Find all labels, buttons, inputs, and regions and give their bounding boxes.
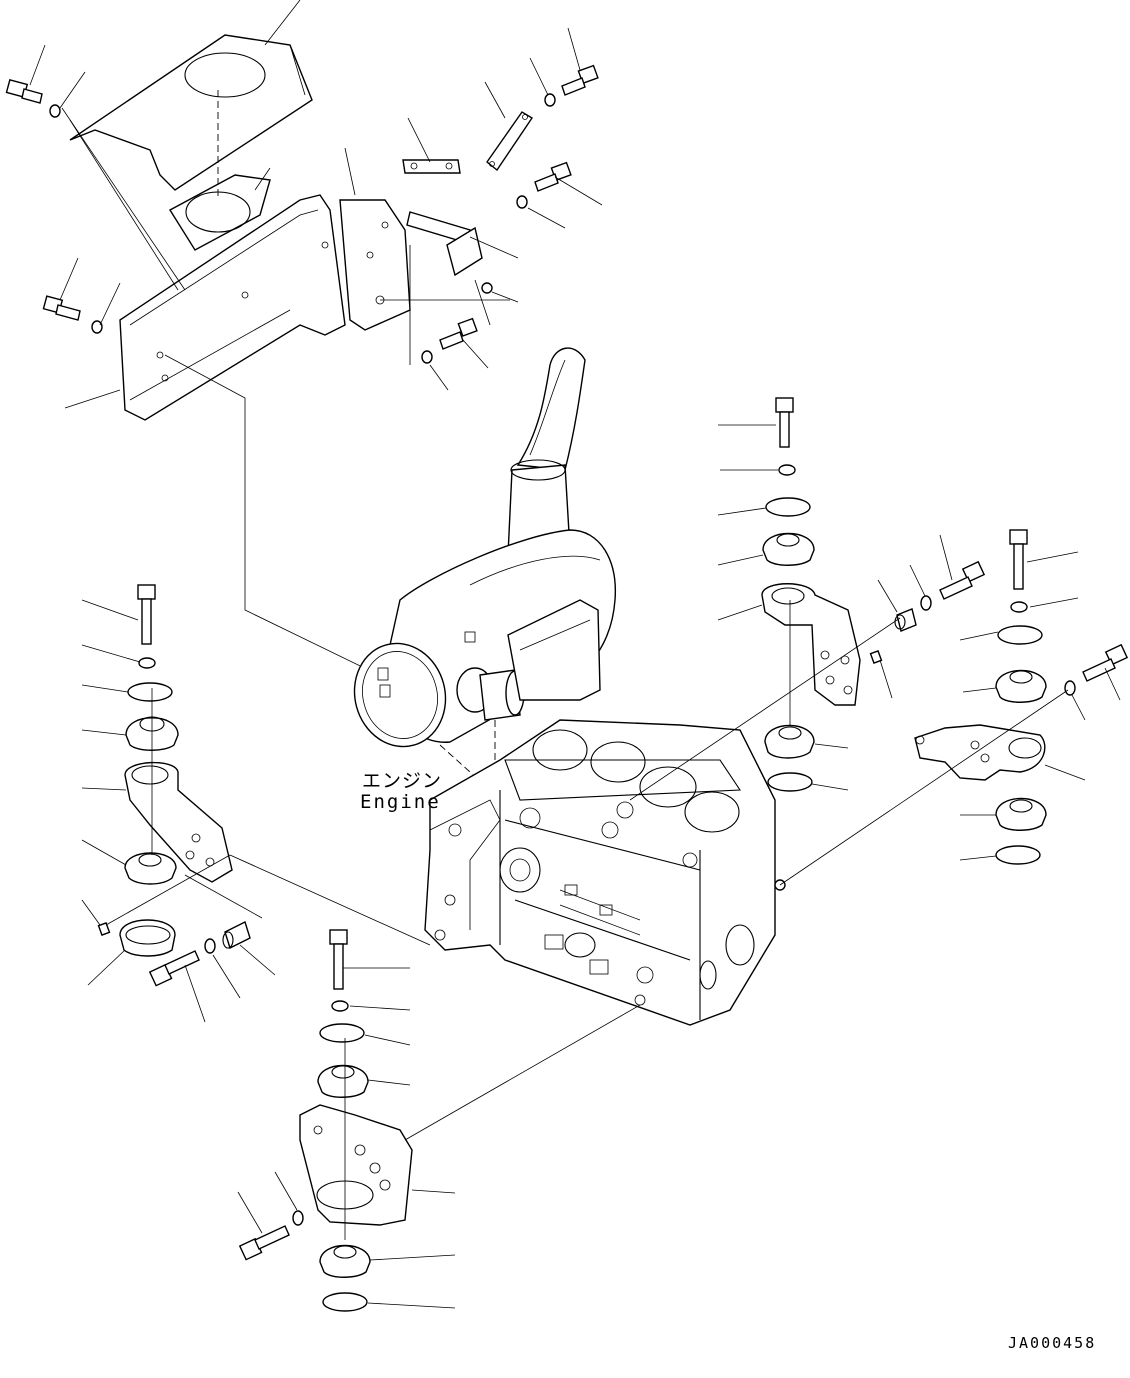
bolt-icon	[939, 560, 986, 600]
washer-icon	[91, 320, 103, 334]
washer-icon	[516, 195, 528, 209]
bolt-icon	[561, 64, 599, 96]
drawing-code: JA000458	[1008, 1334, 1097, 1352]
washer-icon	[778, 464, 796, 476]
flat-washer-icon	[319, 1023, 365, 1043]
bolt-icon	[1082, 643, 1129, 682]
leader-lines-top	[29, 0, 603, 409]
right-mount-bracket	[761, 583, 861, 706]
rubber-mount-icon	[317, 1064, 369, 1098]
leader-lines-right-upper	[629, 424, 953, 801]
muffler-bracket	[507, 599, 601, 701]
mount-cup-icon	[119, 919, 176, 957]
side-shield-panel	[119, 194, 346, 421]
bolt-icon	[534, 161, 572, 192]
bolt-icon	[5, 79, 43, 104]
right-front-mount-bracket	[914, 724, 1046, 781]
leader-lines-bottom	[237, 967, 641, 1309]
washer-icon	[331, 1000, 349, 1012]
rubber-mount-icon	[995, 797, 1047, 831]
rubber-mount-icon	[319, 1244, 371, 1278]
spacer-icon	[222, 921, 251, 949]
engine-block	[424, 719, 786, 1026]
right-front-mount-bolt	[1009, 529, 1028, 590]
mounting-bracket-cover	[339, 199, 411, 331]
engine-label-japanese: エンジン	[362, 770, 443, 792]
rubber-mount-icon	[124, 852, 177, 885]
pin-icon	[97, 922, 111, 936]
bottom-mount-bracket	[299, 1104, 413, 1226]
washer-icon	[421, 350, 433, 364]
washer-icon	[204, 938, 216, 954]
exhaust-pipe	[516, 347, 586, 471]
nut-icon	[481, 282, 493, 294]
pin-icon	[869, 650, 883, 664]
flat-washer-icon	[997, 625, 1043, 645]
washer-icon	[292, 1210, 304, 1226]
flat-washer-icon	[767, 772, 813, 792]
spacer-icon	[894, 608, 917, 632]
washer-icon	[49, 104, 61, 118]
flat-washer-icon	[322, 1292, 368, 1312]
muffler-end-plate	[353, 642, 447, 748]
washer-icon	[1010, 601, 1028, 613]
engine-label-english: Engine	[360, 791, 441, 813]
leader-lines-right-front	[779, 551, 1121, 886]
flat-washer-icon	[127, 682, 173, 702]
rubber-mount-icon	[764, 724, 815, 759]
washer-icon	[920, 595, 932, 611]
flat-washer-icon	[995, 845, 1041, 865]
strap-plate	[486, 111, 533, 172]
bottom-mount-bolt	[329, 929, 348, 990]
small-cover-plate	[446, 226, 483, 277]
bolt-icon	[42, 295, 81, 321]
bolt-icon	[238, 1225, 290, 1261]
rubber-mount-icon	[762, 532, 815, 566]
muffler-body	[353, 529, 617, 748]
right-mount-bolt	[775, 397, 794, 448]
washer-icon	[544, 93, 556, 107]
small-plate-1	[402, 159, 461, 174]
washer-icon	[138, 657, 156, 669]
flat-washer-icon	[765, 497, 811, 517]
bolt-icon	[439, 317, 478, 350]
leader-lines-left	[81, 599, 431, 1023]
guide-line-shield-muffler	[164, 354, 386, 679]
top-cover-plate	[69, 34, 313, 191]
bolt-icon	[148, 950, 200, 987]
washer-icon	[1064, 680, 1076, 696]
left-mount-bolt	[137, 584, 156, 645]
rubber-mount-icon	[995, 669, 1047, 703]
